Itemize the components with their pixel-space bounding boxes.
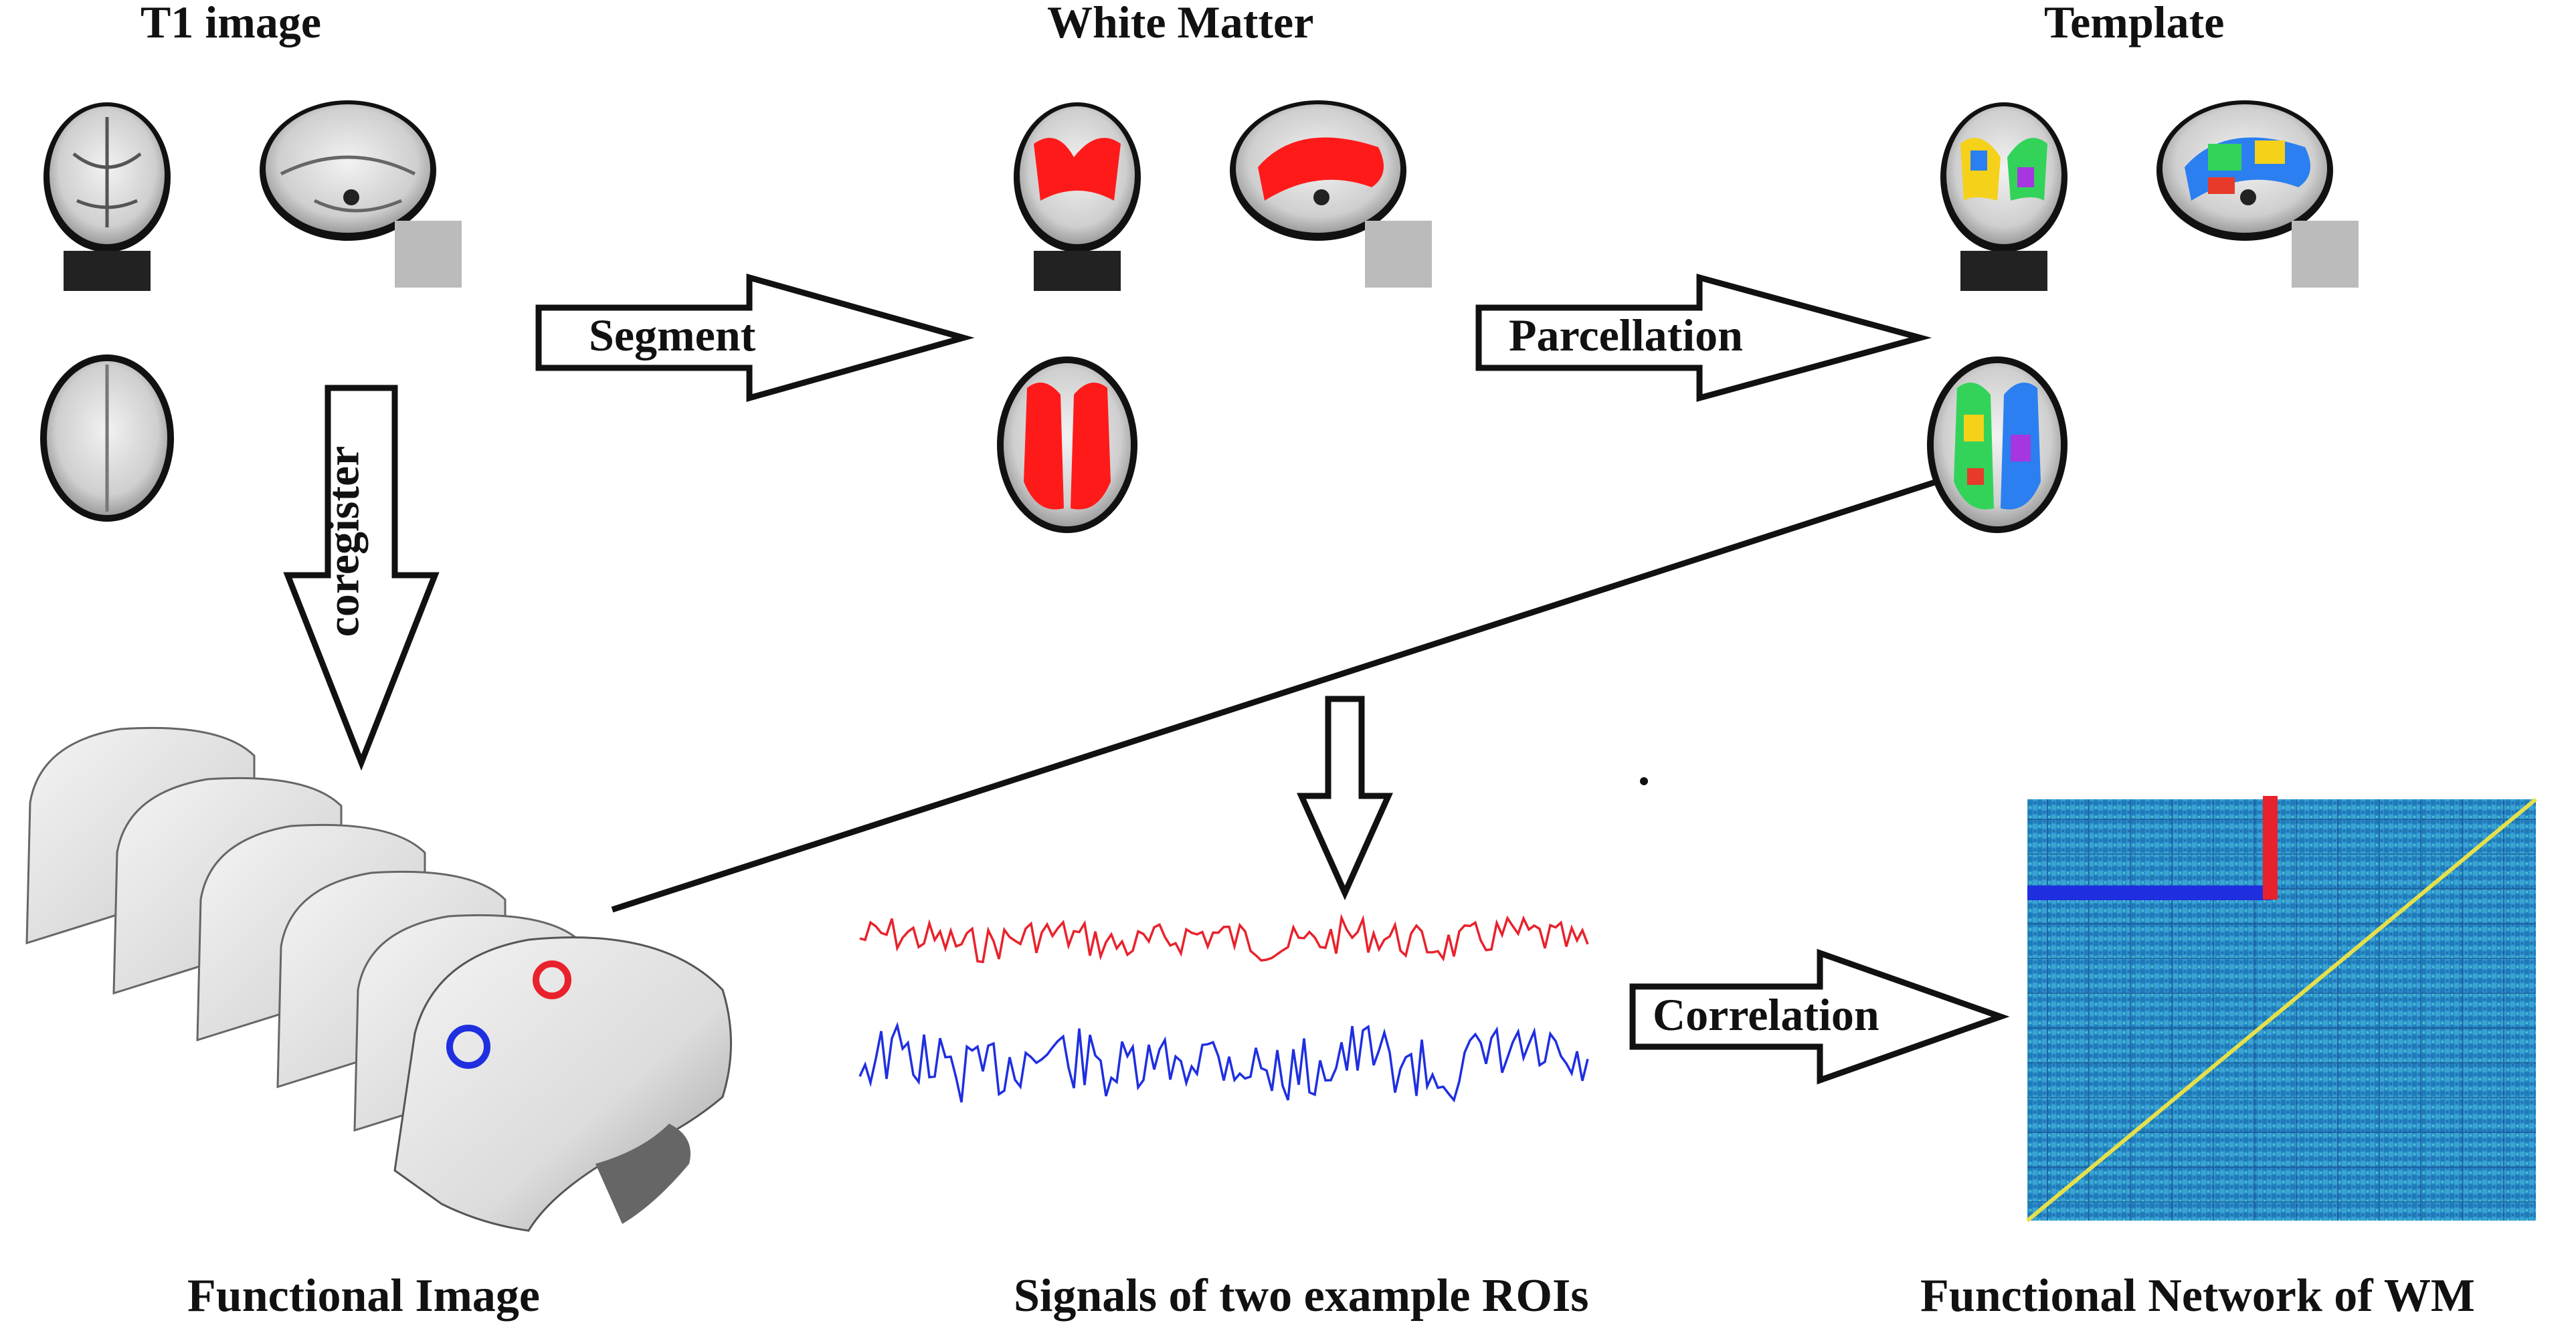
template-connector-line bbox=[611, 478, 1938, 913]
correlation-arrow bbox=[1629, 948, 2010, 1085]
segment-label: Segment bbox=[589, 310, 756, 361]
wm-axial-slice bbox=[997, 356, 1137, 533]
down-arrow bbox=[1297, 696, 1393, 901]
dot-marker bbox=[1640, 777, 1648, 785]
functional-network-matrix bbox=[2026, 796, 2537, 1223]
functional-image-stack bbox=[25, 726, 732, 1232]
heading-template: Template bbox=[2044, 0, 2225, 47]
wm-coronal-slice bbox=[1014, 102, 1141, 291]
t1-axial-slice bbox=[40, 354, 174, 522]
segment-arrow bbox=[535, 274, 975, 402]
wm-sagittal-slice bbox=[1230, 100, 1432, 288]
roi-red-marker bbox=[533, 960, 571, 999]
parcellation-label: Parcellation bbox=[1509, 310, 1743, 361]
matrix-diagonal bbox=[2026, 797, 2537, 1223]
heading-white-matter: White Matter bbox=[1047, 0, 1314, 47]
heading-t1-image: T1 image bbox=[141, 0, 322, 47]
t1-coronal-slice bbox=[43, 102, 171, 291]
caption-functional-image: Functional Image bbox=[187, 1270, 540, 1322]
template-coronal-slice bbox=[1940, 102, 2067, 291]
caption-network: Functional Network of WM bbox=[1920, 1270, 2475, 1322]
template-axial-slice bbox=[1927, 356, 2067, 533]
template-sagittal-slice bbox=[2156, 100, 2359, 288]
t1-sagittal-slice bbox=[260, 100, 462, 288]
parcellation-arrow bbox=[1475, 274, 1932, 402]
coregister-arrow bbox=[283, 385, 440, 771]
correlation-label: Correlation bbox=[1653, 989, 1879, 1040]
roi-blue-marker bbox=[446, 1025, 490, 1069]
signal-blue-roi bbox=[858, 1021, 1589, 1103]
coregister-label: coregister bbox=[317, 445, 369, 637]
caption-signals: Signals of two example ROIs bbox=[1014, 1270, 1589, 1322]
signal-red-roi bbox=[859, 913, 1589, 964]
